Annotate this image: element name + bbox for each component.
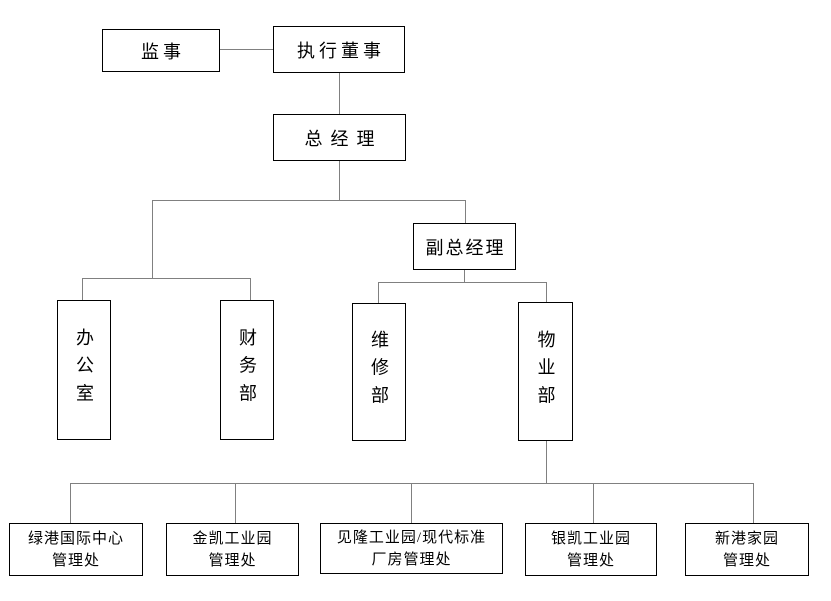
label-line-1: 金凯工业园 — [192, 530, 273, 547]
label-line-1: 新港家园 — [714, 530, 779, 547]
label-line-1: 绿港国际中心 — [27, 530, 124, 547]
node-jianlong-modern-standard-plant-label: 见隆工业园/现代标准 厂房管理处 — [337, 527, 486, 571]
connector-line — [339, 161, 341, 200]
connector-line — [464, 270, 466, 282]
connector-line — [339, 73, 341, 114]
node-executive-director: 执行董事 — [273, 26, 405, 73]
node-supervisor-label: 监事 — [141, 41, 185, 62]
node-jinkai-industrial-park: 金凯工业园 管理处 — [166, 523, 299, 576]
node-xingang-homes: 新港家园 管理处 — [685, 523, 809, 576]
label-line-2: 管理处 — [208, 552, 257, 569]
node-general-manager: 总经理 — [273, 114, 406, 161]
node-lvgang-international-center: 绿港国际中心 管理处 — [9, 523, 143, 576]
node-property-dept-label: 物业部 — [535, 329, 556, 414]
node-executive-director-label: 执行董事 — [297, 40, 385, 61]
node-xingang-homes-label: 新港家园 管理处 — [715, 528, 779, 572]
connector-line — [82, 278, 84, 301]
connector-line — [152, 200, 154, 278]
connector-line — [235, 483, 237, 523]
connector-line — [250, 278, 252, 301]
label-line-1: 见隆工业园/现代标准 — [336, 529, 487, 546]
connector-line — [753, 483, 755, 523]
connector-line — [152, 200, 465, 202]
node-office: 办公室 — [57, 300, 111, 440]
label-line-2: 厂房管理处 — [371, 551, 452, 568]
label-line-2: 管理处 — [566, 552, 615, 569]
connector-line — [465, 200, 467, 224]
connector-line — [70, 483, 72, 523]
node-deputy-general-manager: 副总经理 — [413, 223, 516, 270]
label-line-1: 银凯工业园 — [550, 530, 631, 547]
label-line-2: 管理处 — [722, 552, 771, 569]
node-general-manager-label: 总经理 — [304, 128, 383, 149]
connector-line — [378, 282, 380, 304]
connector-line — [411, 483, 413, 523]
node-property-dept: 物业部 — [518, 302, 573, 441]
node-yinkai-industrial-park-label: 银凯工业园 管理处 — [551, 528, 631, 572]
node-jianlong-modern-standard-plant: 见隆工业园/现代标准 厂房管理处 — [320, 523, 503, 574]
connector-line — [219, 49, 273, 51]
node-jinkai-industrial-park-label: 金凯工业园 管理处 — [192, 528, 272, 572]
connector-line — [546, 282, 548, 303]
connector-line — [378, 282, 546, 284]
node-lvgang-international-center-label: 绿港国际中心 管理处 — [28, 528, 124, 572]
node-supervisor: 监事 — [102, 29, 220, 72]
node-maintenance-dept-label: 维修部 — [369, 330, 389, 414]
node-maintenance-dept: 维修部 — [352, 303, 406, 441]
node-office-label: 办公室 — [74, 328, 94, 412]
node-deputy-general-manager-label: 副总经理 — [425, 237, 506, 258]
connector-line — [82, 278, 250, 280]
connector-line — [593, 483, 595, 523]
node-yinkai-industrial-park: 银凯工业园 管理处 — [525, 523, 657, 576]
label-line-2: 管理处 — [51, 552, 100, 569]
node-finance-dept-label: 财务部 — [237, 328, 257, 412]
connector-line — [546, 441, 548, 483]
node-finance-dept: 财务部 — [220, 300, 274, 440]
